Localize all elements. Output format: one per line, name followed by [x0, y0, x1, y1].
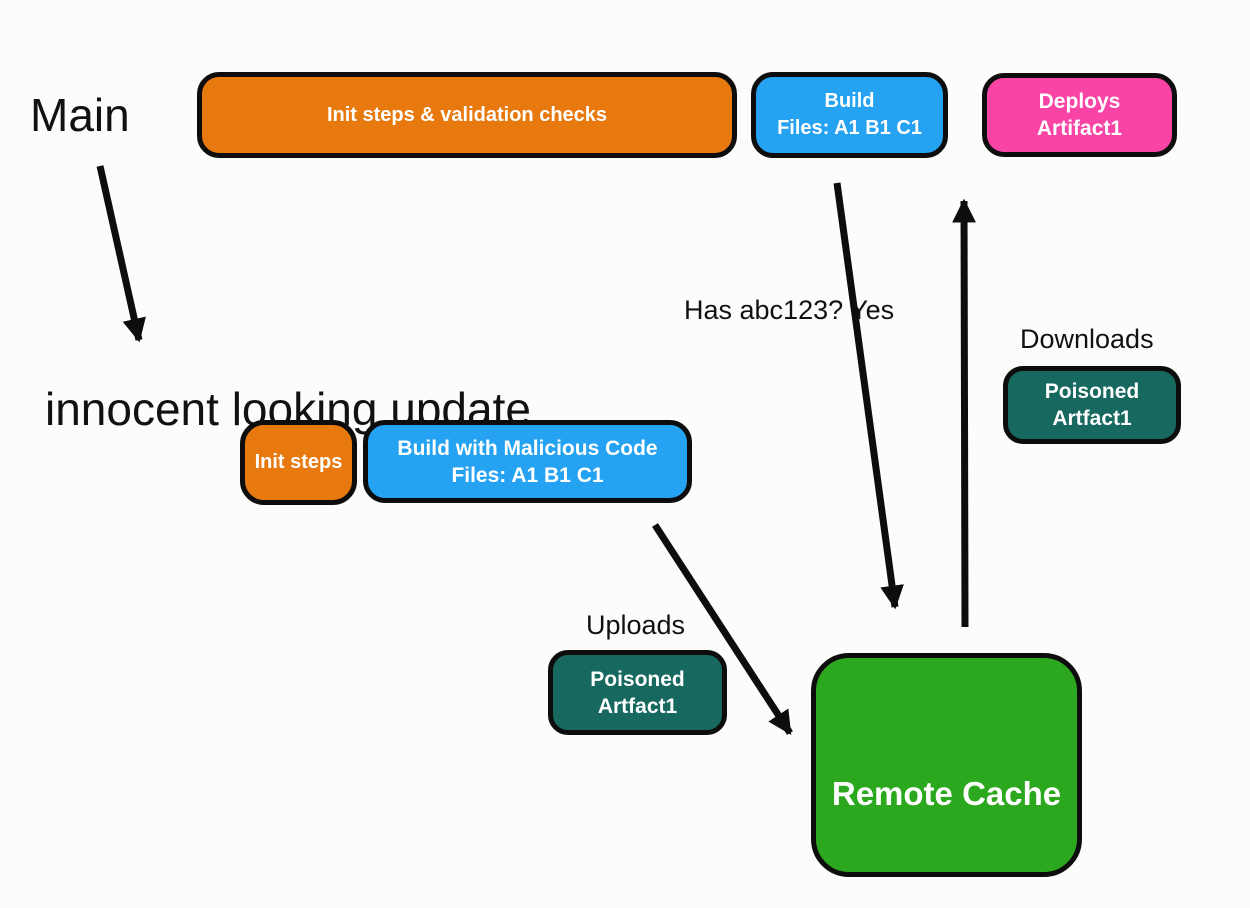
node-poisoned-upload-line1: Poisoned [590, 667, 685, 691]
uploads-text: Uploads [586, 610, 686, 640]
node-remote-cache-label: Remote Cache [831, 775, 1062, 812]
node-poisoned-artifact-upload: Poisoned Artfact1 [548, 650, 727, 735]
node-build-main-line1: Build [824, 90, 875, 112]
cache-check-annotation: Has abc123? Yes [684, 294, 894, 326]
downloads-text: Downloads [1020, 324, 1154, 354]
arrow-remote-cache-to-deploys [952, 198, 976, 628]
node-poisoned-download-line1: Poisoned [1044, 380, 1140, 403]
node-build-malicious-line1: Build with Malicious Code [397, 436, 658, 460]
uploads-annotation: Uploads [586, 610, 685, 641]
main-branch-label: Main [30, 88, 130, 142]
node-poisoned-upload-line2: Artfact1 [597, 694, 678, 718]
innocent-update-line1: innocent [45, 383, 219, 435]
node-build-malicious: Build with Malicious Code Files: A1 B1 C… [363, 420, 692, 503]
node-deploys-line2: Artifact1 [1036, 117, 1123, 140]
cache-check-question: Has abc123? [684, 295, 844, 325]
node-build-malicious-line2: Files: A1 B1 C1 [451, 463, 604, 487]
downloads-annotation: Downloads [1020, 324, 1154, 355]
arrow-build-to-remote-cache [833, 182, 904, 610]
arrow-main-to-update [96, 165, 146, 343]
main-branch-text: Main [30, 89, 130, 141]
node-deploys-line1: Deploys [1038, 90, 1121, 113]
node-build-main-line2: Files: A1 B1 C1 [777, 117, 922, 139]
node-deploys-artifact: Deploys Artifact1 [982, 73, 1177, 157]
node-poisoned-artifact-download: Poisoned Artfact1 [1003, 366, 1181, 444]
node-init-validation-label: Init steps & validation checks [326, 103, 608, 126]
node-remote-cache: Remote Cache [811, 653, 1082, 877]
node-init-steps: Init steps [240, 420, 357, 505]
node-poisoned-download-line2: Artfact1 [1052, 407, 1132, 430]
node-build-main: Build Files: A1 B1 C1 [751, 72, 948, 158]
node-init-validation-checks: Init steps & validation checks [197, 72, 737, 158]
cache-check-answer: Yes [850, 295, 895, 325]
node-init-steps-label: Init steps [254, 451, 343, 473]
